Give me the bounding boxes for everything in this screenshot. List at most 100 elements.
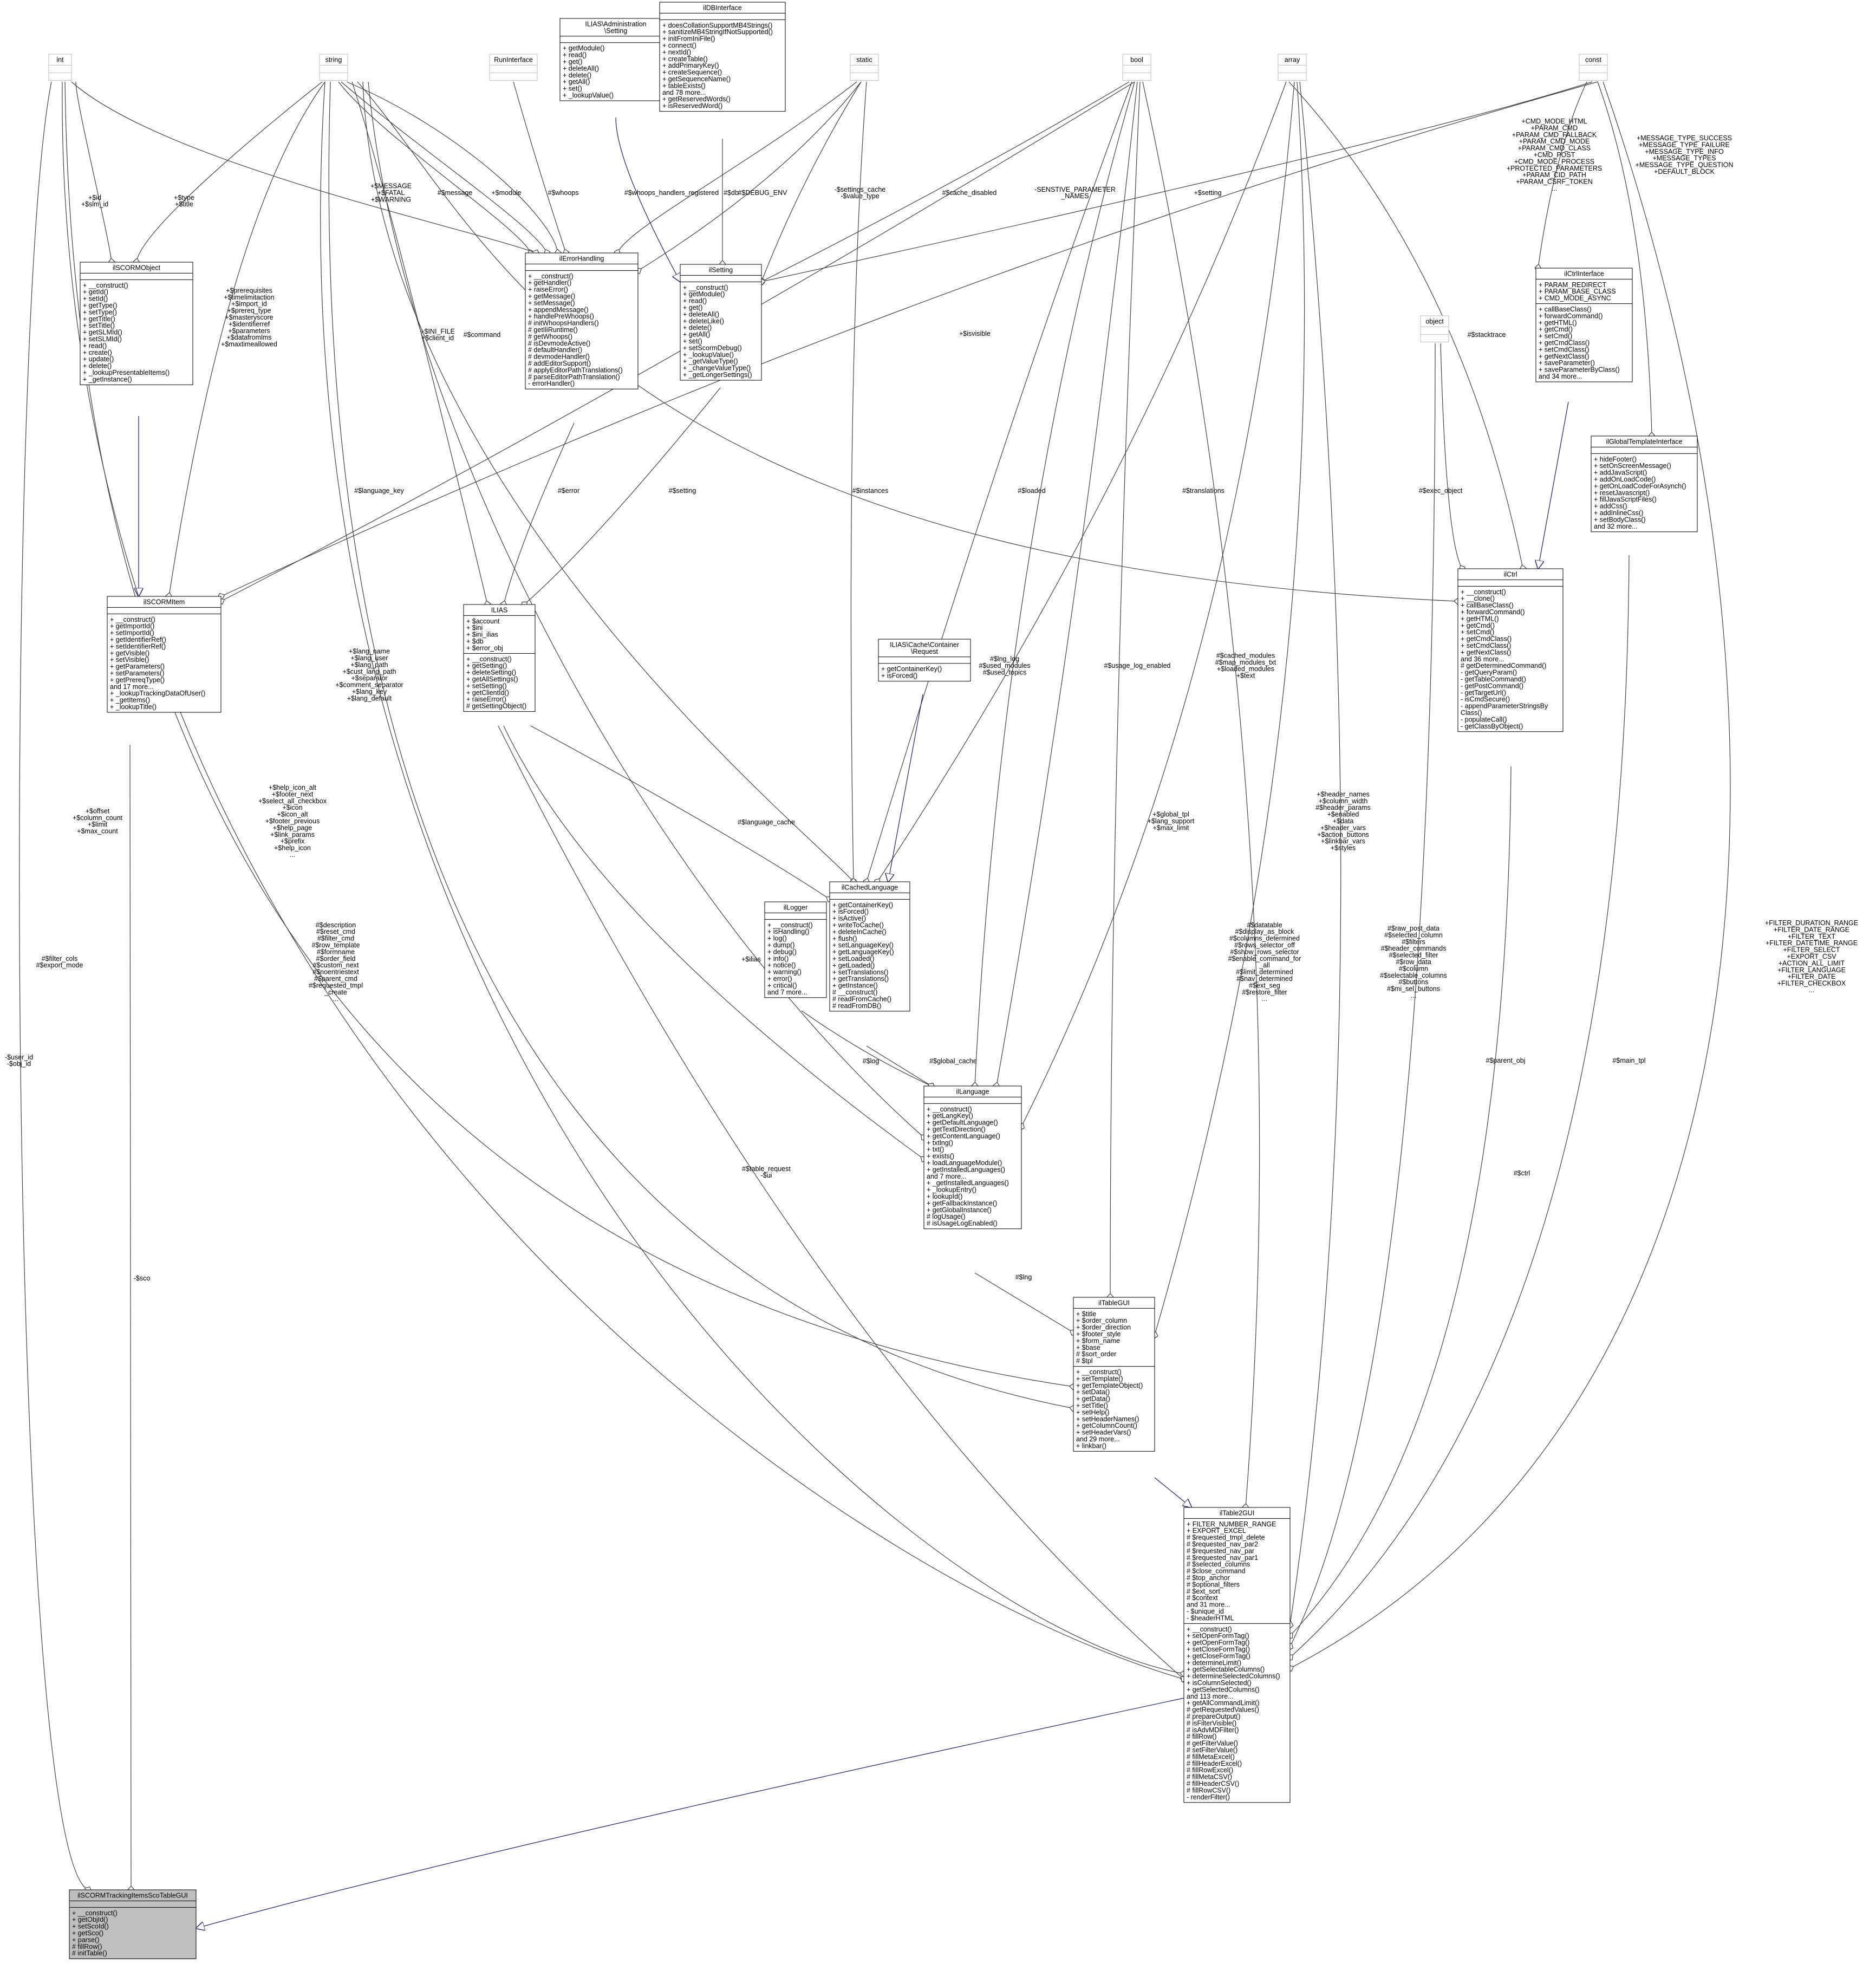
edge-label: +$type — [174, 194, 194, 201]
class-title: const — [1585, 56, 1601, 63]
class-node-iliascachecontainerrequest[interactable]: ILIAS\Cache\Container\Request+ getContai… — [878, 639, 971, 682]
edge-label: +$lang_support — [1148, 817, 1195, 825]
class-operation: + getSelectedColumns() — [1187, 1686, 1259, 1693]
class-node-iltablegui[interactable]: ilTableGUI+ $title+ $order_column+ $orde… — [1073, 1297, 1155, 1452]
class-operation: + getGlobalInstance() — [927, 1206, 992, 1214]
class-operation: + setOnScreenMessage() — [1594, 462, 1671, 470]
class-node-ilglobaltemplateinterface[interactable]: ilGlobalTemplateInterface+ hideFooter()+… — [1591, 435, 1698, 532]
class-operation: + _changeValueType() — [683, 365, 751, 372]
class-title: ILIAS\Cache\Container — [890, 641, 959, 648]
class-node-ilscormobject[interactable]: ilSCORMObject+ __construct()+ getId()+ s… — [80, 262, 193, 385]
class-operation: + deleteSetting() — [466, 669, 516, 677]
class-operation: + determineSelectedColumns() — [1187, 1673, 1280, 1680]
usage-line — [71, 81, 536, 253]
class-node-ilsetting[interactable]: ilSetting+ __construct()+ getModule()+ r… — [680, 264, 762, 381]
edge-label: #$buttons — [1399, 978, 1429, 986]
class-operation: + setCmdClass() — [1539, 346, 1589, 353]
class-operation: + setSLMId() — [83, 335, 122, 343]
edge-label: _create — [324, 989, 347, 996]
class-operation: + determineLimit() — [1187, 1659, 1241, 1667]
class-operation: # defaultHandler() — [528, 346, 582, 354]
class-operation: # fillHeaderExcel() — [1187, 1760, 1242, 1767]
edge-label: #$lng_log — [990, 655, 1019, 663]
edge-const-scormitem: +$setting — [221, 81, 1598, 596]
edge-string-errorhandling: +$MESSAGE+$FATAL+$WARNING — [338, 81, 531, 253]
class-node-bool[interactable]: bool — [1122, 54, 1151, 81]
class-operation: - appendParameterStringsBy — [1461, 703, 1548, 710]
edge-label: +$max_count — [77, 828, 118, 835]
class-operation: + createSequence() — [662, 69, 722, 76]
edge-label: +$icon — [282, 804, 302, 811]
class-node-iltable2gui[interactable]: ilTable2GUI+ FILTER_NUMBER_RANGE+ EXPORT… — [1183, 1507, 1291, 1803]
edge-static-cachedlanguage: #$instances — [851, 81, 888, 882]
edge-label: #$selectable_columns — [1380, 972, 1447, 979]
edge-label: #$ext_seg — [1249, 981, 1280, 989]
edge-label: #$row_data — [1396, 958, 1431, 966]
class-node-ilctrlinterface[interactable]: ilCtrlInterface+ PARAM_REDIRECT+ PARAM_B… — [1535, 268, 1633, 382]
edge-label: #$global_cache — [929, 1057, 977, 1065]
class-operation: + getObjId() — [72, 1916, 108, 1923]
class-node-static[interactable]: static — [850, 54, 879, 81]
edge-label: #$DEBUG_ENV — [738, 189, 787, 197]
class-node-object[interactable]: object — [1420, 315, 1449, 342]
class-node-ilcachedlanguage[interactable]: ilCachedLanguage+ getContainerKey()+ isF… — [829, 881, 910, 1012]
class-operation: # __construct() — [832, 989, 877, 996]
class-node-ildbinterface[interactable]: ilDBInterface+ doesCollationSupportMB4St… — [659, 2, 786, 112]
class-node-illogger[interactable]: ilLogger+ __construct()+ isHandling()+ l… — [764, 901, 827, 998]
edge-label: +$import_id — [231, 300, 267, 308]
edge-ildbinterface-setting: #$db — [722, 139, 739, 264]
class-attribute: + $order_direction — [1076, 1324, 1131, 1331]
edge-label: #$datatable — [1247, 921, 1282, 929]
class-node-int[interactable]: int — [48, 54, 72, 81]
usage-line — [1290, 343, 1436, 1647]
class-operation: + getData() — [1076, 1395, 1110, 1403]
usage-line — [513, 81, 566, 253]
edge-array-cachedlanguage: #$translations — [877, 81, 1287, 882]
class-operation: + getSelectableColumns() — [1187, 1666, 1265, 1673]
class-node-ilscormitem[interactable]: ilSCORMItem+ __construct()+ getImportId(… — [107, 596, 222, 713]
edge-label: #$ctrl — [1514, 1169, 1530, 1177]
class-node-runinterface[interactable]: RunInterface — [489, 54, 538, 81]
class-node-ilerrorhandling[interactable]: ilErrorHandling+ __construct()+ getHandl… — [525, 252, 639, 389]
class-node-array[interactable]: array — [1278, 54, 1307, 81]
class-operation: + hideFooter() — [1594, 456, 1637, 463]
class-operation: and 36 more... — [1461, 655, 1504, 663]
class-node-iliasadminsetting[interactable]: ILIAS\Administration\Setting+ getModule(… — [559, 18, 672, 101]
edge-label: #$columns_determined — [1229, 935, 1300, 942]
class-node-ilias[interactable]: ILIAS+ $account+ $ini+ $ini_ilias+ $db+ … — [463, 604, 536, 712]
class-node-ilctrl[interactable]: ilCtrl+ __construct()+ __clone()+ callBa… — [1457, 568, 1564, 732]
class-operation: + critical() — [767, 981, 797, 989]
class-operation: + error() — [767, 975, 792, 983]
class-node-illanguage[interactable]: ilLanguage+ __construct()+ getLangKey()+… — [923, 1085, 1022, 1230]
class-node-string[interactable]: string — [319, 54, 348, 81]
edge-label: +FILTER_LANGUAGE — [1777, 966, 1846, 974]
usage-line — [64, 81, 1073, 1387]
edge-label: #$custom_next — [313, 961, 359, 969]
class-operation: # fillHeaderCSV() — [1187, 1780, 1239, 1787]
edge-label: #$message — [438, 189, 473, 197]
usage-line — [320, 81, 1184, 1674]
class-node-const[interactable]: const — [1579, 54, 1608, 81]
edge-label: #$language_cache — [738, 818, 795, 826]
edge-language-tablegui: #$lng — [974, 1272, 1073, 1332]
edge-label: -SENSTIVE_PARAMETER — [1034, 186, 1116, 193]
class-operation: + getId() — [83, 288, 108, 296]
class-node-ilscormtrackingitemsscotablegui[interactable]: ilSCORMTrackingItemsScoTableGUI+ __const… — [69, 1889, 197, 1959]
class-attribute: - $headerHTML — [1187, 1614, 1234, 1622]
class-operation: + _getInstance() — [83, 375, 132, 383]
class-operation: + linkbar() — [1076, 1442, 1106, 1449]
edge-label: #$filters — [1402, 938, 1425, 946]
class-operation: # getIliRuntime() — [528, 326, 578, 334]
edge-label: #$language_key — [354, 487, 404, 495]
class-operation: + getModule() — [563, 44, 604, 52]
class-operation: # initTable() — [72, 1949, 107, 1957]
class-operation: + setSetting() — [466, 682, 507, 690]
usage-line — [1021, 81, 1295, 1127]
class-operation: + getCloseFormTag() — [1187, 1652, 1250, 1660]
class-operation: and 113 more... — [1187, 1693, 1234, 1700]
class-box — [48, 54, 72, 81]
class-attribute: + $ini — [466, 624, 483, 632]
class-attribute: + $title — [1076, 1310, 1096, 1318]
class-box — [80, 262, 193, 385]
class-operation: + setImportId() — [110, 629, 154, 637]
